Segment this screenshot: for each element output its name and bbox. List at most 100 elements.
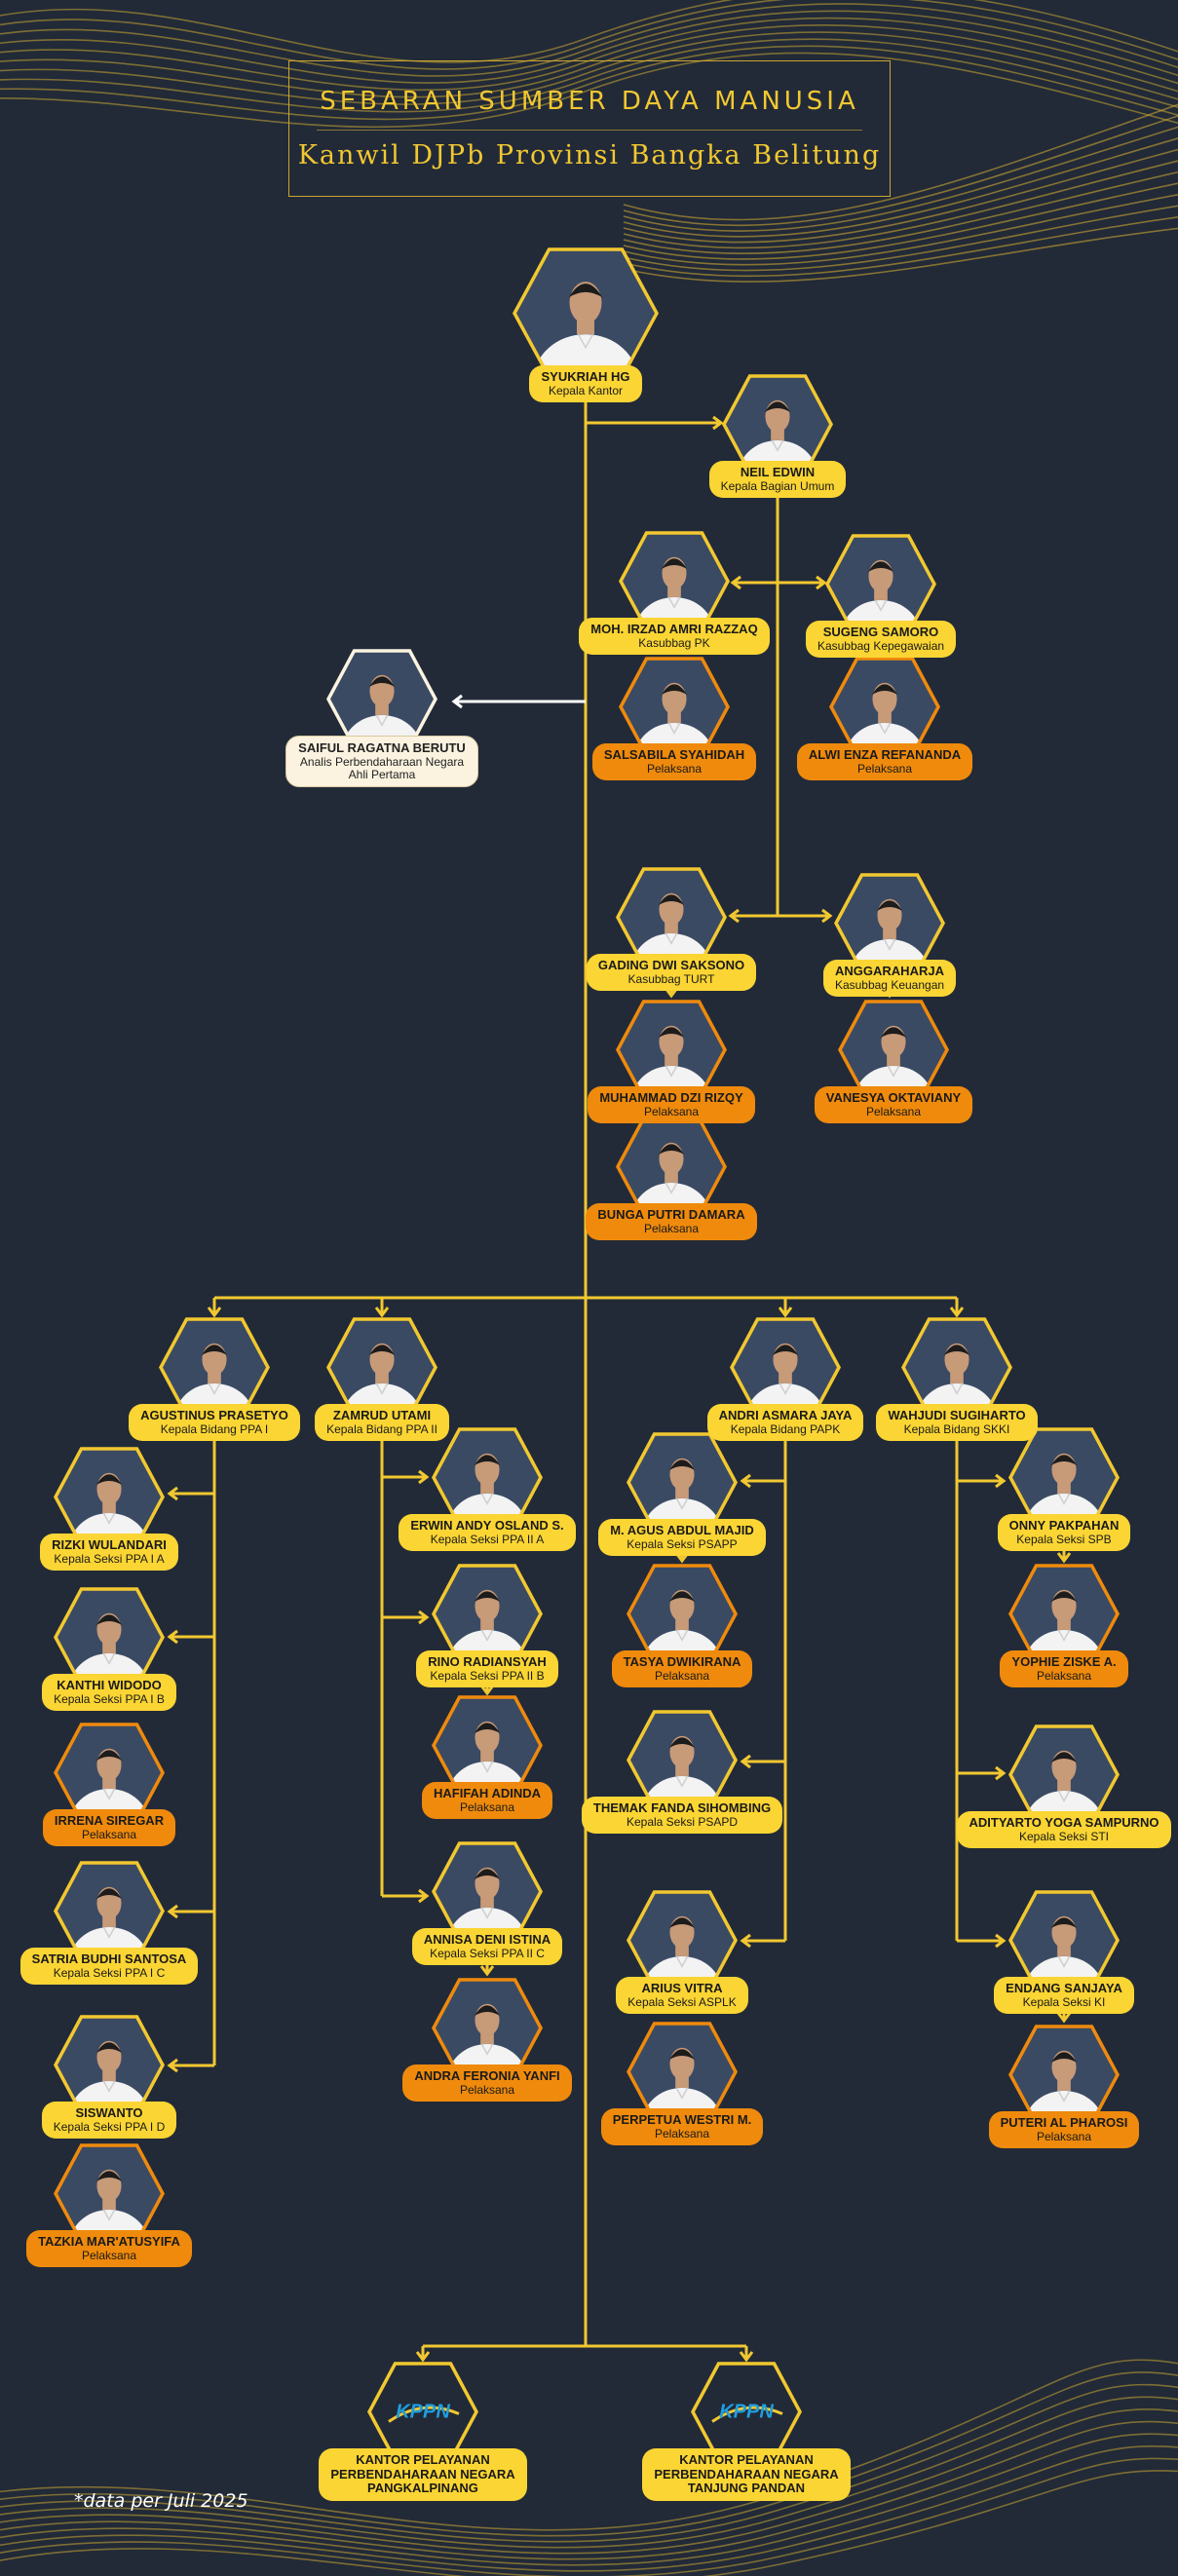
person-name: PERPETUA WESTRI M. xyxy=(612,2112,752,2127)
connector-arrow xyxy=(415,2351,431,2363)
person-role: Kepala Bidang PAPK xyxy=(730,1421,841,1436)
person-role: Kepala Seksi ASPLK xyxy=(627,1994,737,2009)
name-label: PERPETUA WESTRI M.Pelaksana xyxy=(600,2108,764,2145)
person-role: Kepala Seksi PPA I B xyxy=(54,1691,165,1706)
person-name: HAFIFAH ADINDA xyxy=(433,1786,541,1800)
person-name: ANGGARAHARJA xyxy=(835,964,944,978)
person-role: Kepala Seksi SPB xyxy=(1016,1532,1112,1546)
person-role: Kepala Seksi PSAPP xyxy=(627,1536,738,1551)
person-role: Kepala Seksi PPA I D xyxy=(53,2119,166,2134)
name-label: ERWIN ANDY OSLAND S.Kepala Seksi PPA II … xyxy=(399,1514,576,1551)
person-role: Kepala Bidang PPA I xyxy=(160,1421,269,1436)
connector-arrow xyxy=(479,1965,495,1977)
portrait-photo xyxy=(54,2143,165,2244)
person-name: SUGENG SAMORO xyxy=(822,625,939,639)
kppn-label-line2: PERBENDAHARAAN NEGARA xyxy=(330,2466,515,2481)
person-name: TAZKIA MAR'ATUSYIFA xyxy=(38,2234,180,2249)
portrait-photo xyxy=(1008,1724,1120,1825)
person-role: Pelaksana xyxy=(654,1668,710,1683)
portrait-photo xyxy=(627,1710,738,1810)
portrait-photo xyxy=(901,1317,1012,1418)
person-role: Kepala Seksi PPA II C xyxy=(430,1946,545,1960)
person-name: ADITYARTO YOGA SAMPURNO xyxy=(969,1815,1159,1830)
person-role: Kasubbag PK xyxy=(638,635,710,650)
portrait-photo xyxy=(1008,1890,1120,1990)
person-role: Kepala Kantor xyxy=(548,383,624,398)
connector-arrow xyxy=(816,575,827,590)
person-name: ANDRA FERONIA YANFI xyxy=(414,2068,560,2083)
connector-arrow xyxy=(739,2351,754,2363)
portrait-photo xyxy=(627,2022,738,2122)
person-name: NEIL EDWIN xyxy=(740,465,816,479)
name-label: YOPHIE ZISKE A.Pelaksana xyxy=(1000,1650,1128,1687)
portrait-photo xyxy=(627,1564,738,1664)
person-name: WAHJUDI SUGIHARTO xyxy=(888,1408,1026,1422)
person-name: BUNGA PUTRI DAMARA xyxy=(597,1207,745,1222)
title-box: SEBARAN SUMBER DAYA MANUSIA Kanwil DJPb … xyxy=(288,60,891,197)
person-name: SALSABILA SYAHIDAH xyxy=(603,747,745,762)
portrait-photo xyxy=(838,1000,949,1100)
connector-arrow xyxy=(821,908,833,924)
connector-arrow xyxy=(167,1904,178,1919)
portrait-photo xyxy=(627,1890,738,1990)
portrait-photo xyxy=(1008,1427,1120,1528)
connector-arrow xyxy=(479,1685,495,1696)
connector-arrow xyxy=(167,1486,178,1501)
person-role: Analis Perbendaharaan Negara xyxy=(299,754,465,769)
kppn-logo: KPPN xyxy=(691,2362,802,2462)
portrait-photo xyxy=(619,531,730,631)
person-name: YOPHIE ZISKE A. xyxy=(1011,1654,1117,1669)
portrait-photo xyxy=(730,1317,841,1418)
person-name: SYUKRIAH HG xyxy=(541,369,630,384)
person-role: Pelaksana xyxy=(1036,2129,1092,2143)
connector-arrow xyxy=(730,575,741,590)
person-name: ALWI ENZA REFANANDA xyxy=(808,747,962,762)
person-role: Pelaksana xyxy=(459,1799,515,1814)
portrait-photo xyxy=(722,374,833,474)
kppn-logo: KPPN xyxy=(367,2362,478,2462)
person-role: Kepala Bidang PPA II xyxy=(326,1421,437,1436)
person-name: GADING DWI SAKSONO xyxy=(597,958,745,972)
connector-arrow xyxy=(1056,1552,1072,1564)
connector-arrow xyxy=(418,1610,430,1625)
portrait-photo xyxy=(326,1317,437,1418)
person-role: Kasubbag TURT xyxy=(627,971,715,986)
portrait-photo xyxy=(616,1117,727,1217)
